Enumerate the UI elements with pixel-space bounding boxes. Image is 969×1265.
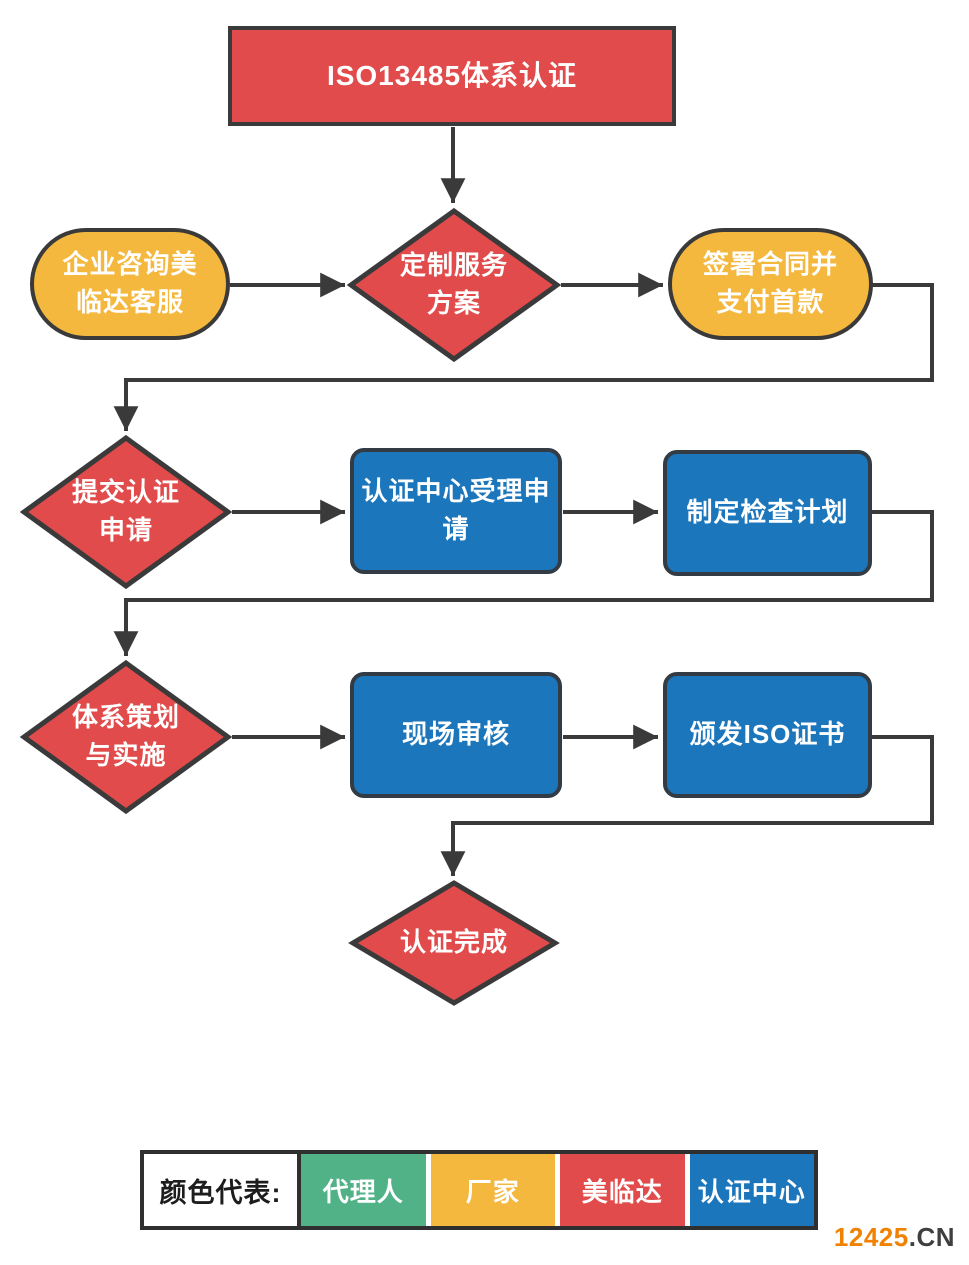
node-complete-diamond: 认证完成 (348, 880, 560, 1006)
node-center-accept-label: 认证中心受理申 请 (361, 476, 551, 544)
node-system-plan-label: 体系策划 与实施 (71, 702, 180, 770)
node-submit-apply-label: 提交认证 申请 (71, 477, 180, 545)
legend-title: 颜色代表: (144, 1154, 301, 1226)
legend: 颜色代表: 代理人 厂家 美临达 认证中心 (140, 1150, 818, 1230)
node-system-plan-diamond: 体系策划 与实施 (19, 659, 233, 815)
diamond-shape (348, 880, 560, 1006)
node-issue-cert-box: 颁发ISO证书 (663, 672, 872, 798)
node-iso13485-title-label: ISO13485体系认证 (326, 59, 578, 91)
node-make-plan-box: 制定检查计划 (663, 450, 872, 576)
diamond-shape (19, 659, 233, 815)
legend-item-factory: 厂家 (430, 1154, 555, 1226)
legend-item-agent: 代理人 (301, 1154, 426, 1226)
node-consult-label: 企业咨询美 临达客服 (62, 249, 198, 317)
node-center-accept-box: 认证中心受理申 请 (350, 448, 562, 574)
legend-cells: 代理人 厂家 美临达 认证中心 (301, 1154, 814, 1226)
node-custom-plan-label: 定制服务 方案 (399, 250, 508, 318)
node-custom-plan-diamond: 定制服务 方案 (346, 207, 562, 363)
node-site-audit-label: 现场审核 (401, 719, 510, 750)
diamond-shape (346, 207, 562, 363)
watermark-suffix: .CN (908, 1222, 955, 1252)
node-site-audit-box: 现场审核 (350, 672, 562, 798)
legend-item-meilinda: 美临达 (560, 1154, 685, 1226)
watermark: 12425.CN (834, 1222, 955, 1253)
node-issue-cert-label: 颁发ISO证书 (689, 719, 846, 750)
diamond-shape (19, 434, 233, 590)
watermark-number: 12425 (833, 1222, 909, 1252)
node-sign-contract-oval: 签署合同并 支付首款 (668, 228, 873, 340)
node-complete-label: 认证完成 (399, 927, 508, 958)
node-make-plan-label: 制定检查计划 (686, 497, 849, 528)
legend-item-cert-center: 认证中心 (689, 1154, 814, 1226)
node-consult-oval: 企业咨询美 临达客服 (30, 228, 230, 340)
node-iso13485-title: ISO13485体系认证 (228, 26, 676, 126)
node-submit-apply-diamond: 提交认证 申请 (19, 434, 233, 590)
node-sign-contract-label: 签署合同并 支付首款 (702, 249, 838, 317)
